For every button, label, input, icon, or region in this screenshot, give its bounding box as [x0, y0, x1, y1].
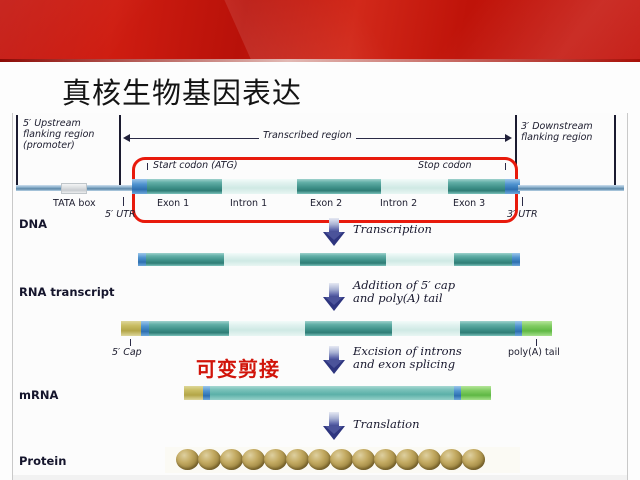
mrna-coding-sequence [210, 386, 454, 400]
rna-exon-2 [300, 253, 386, 266]
banner-bottom-edge [0, 59, 640, 62]
protein-bead [352, 449, 375, 470]
capped-intron-1 [229, 321, 305, 336]
figure-bottom-edge [13, 475, 627, 480]
capped-exon-2 [305, 321, 392, 336]
label-exon-1: Exon 1 [157, 198, 190, 209]
capped-5utr-segment [141, 321, 149, 336]
protein-bead [374, 449, 397, 470]
alternative-splicing-annotation: 可变剪接 [196, 357, 280, 381]
utr5-tick [123, 197, 124, 206]
cap5-tick [130, 339, 131, 346]
protein-bead [220, 449, 243, 470]
slide-banner [0, 0, 640, 62]
gene-expression-figure: 5′ Upstream flanking region (promoter) T… [12, 113, 628, 480]
rna-3utr-segment [512, 253, 520, 266]
dna-3utr-segment [505, 179, 520, 194]
dna-exon-3 [448, 179, 505, 194]
protein-bead [396, 449, 419, 470]
protein-bead [308, 449, 331, 470]
protein-bead [440, 449, 463, 470]
banner-sheen-left [0, 0, 245, 62]
label-transcribed-region: Transcribed region [259, 130, 356, 141]
label-intron-1: Intron 1 [230, 198, 268, 209]
dna-exon-2 [297, 179, 381, 194]
step-label-capping: Addition of 5′ cap and poly(A) tail [353, 278, 456, 305]
upstream-right-bar [119, 115, 121, 189]
downstream-right-bar [614, 115, 616, 189]
mrna-3utr-segment [454, 386, 461, 400]
row-label-protein: Protein [19, 454, 67, 468]
protein-bead [242, 449, 265, 470]
label-5-cap: 5′ Cap [112, 347, 142, 358]
label-upstream-flanking-region: 5′ Upstream flanking region (promoter) [23, 118, 95, 151]
row-label-rna-transcript: RNA transcript [19, 285, 115, 299]
upstream-left-bar [16, 115, 18, 189]
banner-sheen-right [401, 0, 640, 62]
rna-exon-1 [146, 253, 224, 266]
row-label-mrna: mRNA [19, 388, 59, 402]
rna-transcript-bar [138, 253, 520, 266]
protein-bead [462, 449, 485, 470]
transcribed-region-arrow-right [505, 134, 512, 142]
start-codon-tick [147, 163, 148, 170]
label-start-codon: Start codon (ATG) [153, 160, 238, 171]
rna-intron-1 [224, 253, 300, 266]
label-downstream-flanking-region: 3′ Downstream flanking region [521, 121, 593, 143]
label-stop-codon: Stop codon [418, 160, 472, 171]
label-exon-2: Exon 2 [310, 198, 343, 209]
rna-5-cap [121, 321, 141, 336]
capping-arrow-icon [323, 283, 345, 311]
capped-transcript-bar [121, 321, 552, 336]
dna-exon-1 [147, 179, 222, 194]
label-exon-3: Exon 3 [453, 198, 486, 209]
polya-tick [536, 339, 537, 346]
label-tata-box: TATA box [53, 198, 96, 209]
mrna-5utr-segment [203, 386, 210, 400]
tata-box [61, 183, 87, 194]
stop-codon-tick [505, 163, 506, 170]
label-poly-a-tail: poly(A) tail [508, 347, 560, 358]
label-intron-2: Intron 2 [380, 198, 418, 209]
transcription-arrow-icon [323, 218, 345, 246]
mrna-poly-a-tail [461, 386, 491, 400]
dna-intron-2 [381, 179, 448, 194]
protein-bead [286, 449, 309, 470]
protein-bead-chain [176, 449, 485, 470]
protein-bead [418, 449, 441, 470]
step-label-transcription: Transcription [353, 222, 432, 236]
slide-title: 真核生物基因表达 [62, 76, 303, 110]
dna-bar [132, 179, 520, 194]
protein-bead [176, 449, 199, 470]
protein-bead [264, 449, 287, 470]
label-5utr: 5′ UTR [105, 209, 136, 220]
utr3-tick [522, 197, 523, 206]
capped-exon-1 [149, 321, 229, 336]
capped-3utr-segment [515, 321, 522, 336]
mrna-bar [184, 386, 491, 400]
step-label-translation: Translation [353, 417, 420, 431]
row-label-dna: DNA [19, 217, 48, 231]
rna-5utr-segment [138, 253, 146, 266]
protein-bead [198, 449, 221, 470]
mrna-5-cap [184, 386, 203, 400]
protein-bead [330, 449, 353, 470]
rna-intron-2 [386, 253, 454, 266]
dna-intron-1 [222, 179, 297, 194]
step-label-splicing: Excision of introns and exon splicing [353, 344, 462, 371]
capped-intron-2 [392, 321, 460, 336]
dna-downstream-line [518, 185, 624, 191]
label-3utr: 3′ UTR [507, 209, 538, 220]
capped-exon-3 [460, 321, 515, 336]
rna-exon-3 [454, 253, 512, 266]
downstream-left-bar [515, 115, 517, 189]
poly-a-tail-segment [522, 321, 552, 336]
transcribed-region-arrow-left [123, 134, 130, 142]
dna-5utr-segment [132, 179, 147, 194]
translation-arrow-icon [323, 412, 345, 440]
splicing-arrow-icon [323, 346, 345, 374]
